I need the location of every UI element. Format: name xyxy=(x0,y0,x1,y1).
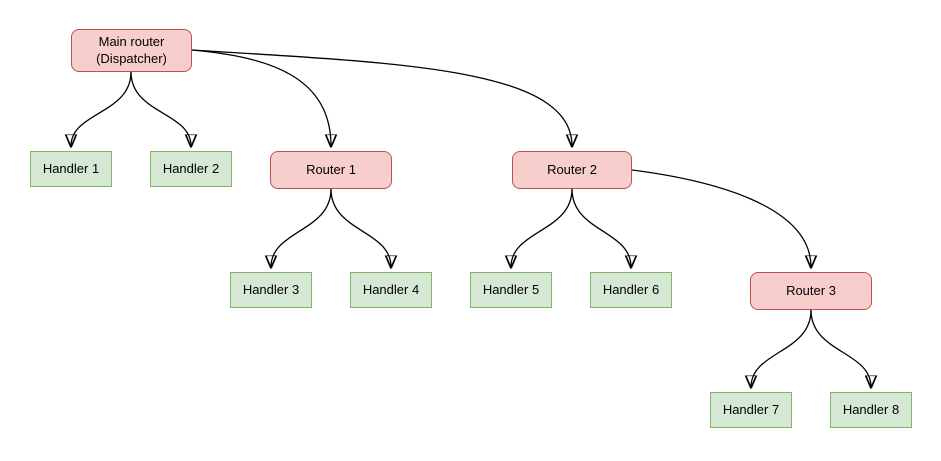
edge-router-2-to-handler-5 xyxy=(511,188,573,267)
node-handler-5: Handler 5 xyxy=(470,272,552,308)
node-handler-2-label: Handler 2 xyxy=(162,160,220,176)
edge-router-2-to-router-3 xyxy=(631,169,811,267)
edge-main-router-to-handler-2 xyxy=(130,71,191,146)
node-handler-7: Handler 7 xyxy=(710,392,792,428)
node-handler-8: Handler 8 xyxy=(830,392,912,428)
edge-main-router-to-router-2 xyxy=(191,49,572,146)
node-handler-1-label: Handler 1 xyxy=(42,160,100,176)
edge-main-router-to-router-1 xyxy=(191,49,331,146)
node-handler-7-label: Handler 7 xyxy=(722,401,780,417)
node-handler-6-label: Handler 6 xyxy=(602,281,660,297)
node-handler-3: Handler 3 xyxy=(230,272,312,308)
node-handler-6: Handler 6 xyxy=(590,272,672,308)
node-handler-4: Handler 4 xyxy=(350,272,432,308)
edge-router-3-to-handler-8 xyxy=(810,309,871,387)
node-handler-1: Handler 1 xyxy=(30,151,112,187)
node-handler-4-label: Handler 4 xyxy=(362,281,420,297)
node-router-3: Router 3 xyxy=(750,272,872,310)
node-main-router-label-line2: (Dispatcher) xyxy=(96,50,167,66)
node-router-3-label: Router 3 xyxy=(786,282,836,298)
node-main-router-label: Main router (Dispatcher) xyxy=(96,34,167,67)
edge-router-1-to-handler-4 xyxy=(330,188,391,267)
node-handler-3-label: Handler 3 xyxy=(242,281,300,297)
edge-router-3-to-handler-7 xyxy=(751,309,812,387)
edge-main-router-to-handler-1 xyxy=(71,71,132,146)
node-handler-8-label: Handler 8 xyxy=(842,401,900,417)
node-handler-5-label: Handler 5 xyxy=(482,281,540,297)
node-router-2-label: Router 2 xyxy=(547,161,597,177)
node-router-1-label: Router 1 xyxy=(306,161,356,177)
node-handler-2: Handler 2 xyxy=(150,151,232,187)
edge-router-2-to-handler-6 xyxy=(571,188,631,267)
node-main-router: Main router (Dispatcher) xyxy=(71,29,192,72)
node-main-router-label-line1: Main router xyxy=(98,34,165,50)
node-router-2: Router 2 xyxy=(512,151,632,189)
node-router-1: Router 1 xyxy=(270,151,392,189)
edge-router-1-to-handler-3 xyxy=(271,188,332,267)
